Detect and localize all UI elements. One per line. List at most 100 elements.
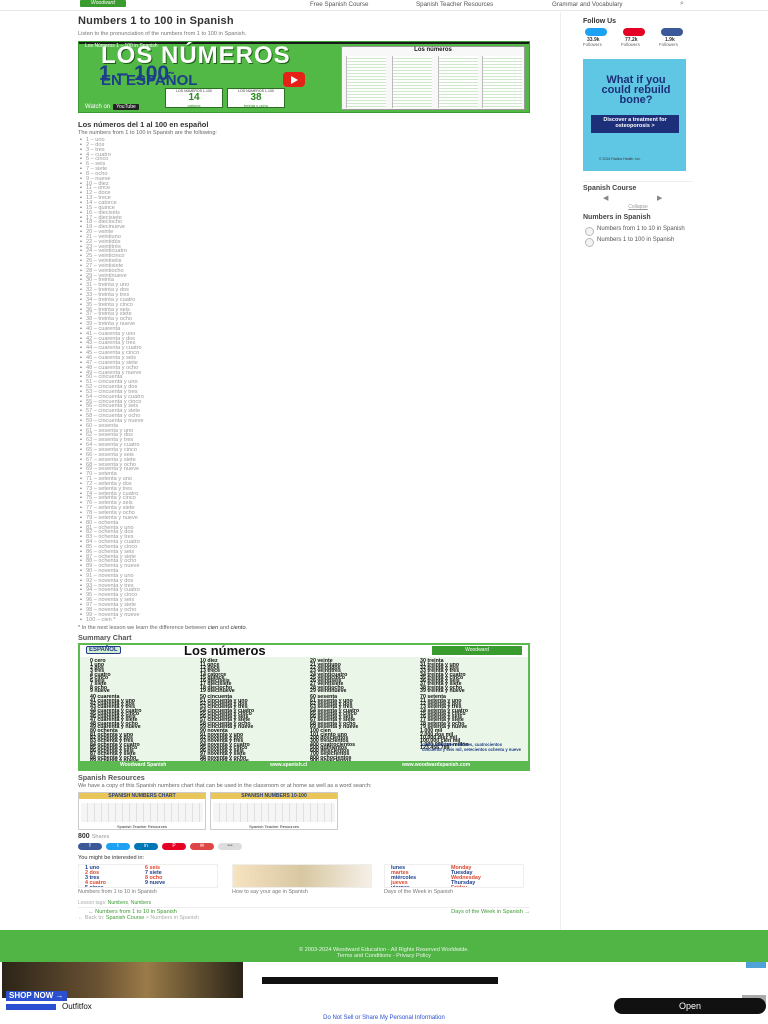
lesson-tags: Lesson tags: Numbers, Numbers xyxy=(78,900,152,907)
number-item: 4 – cuatro xyxy=(80,152,530,158)
number-item: 67 – sesenta y siete xyxy=(80,457,530,463)
related-thumb-word: 6 seis xyxy=(145,865,160,872)
sidebar-ad[interactable]: What if you could rebuild bone? Discover… xyxy=(583,59,686,171)
facebook-follow-icon[interactable] xyxy=(661,28,683,36)
number-item: 45 – cuarenta y cinco xyxy=(80,350,530,356)
chart-entry: 28 veintiocho xyxy=(310,684,344,691)
chart-entry: 98 noventa y ocho xyxy=(200,754,247,761)
resources-intro: We have a copy of this Spanish numbers c… xyxy=(78,783,372,790)
note-text: * In the next lesson we learn the differ… xyxy=(78,625,207,632)
next-arrow-icon[interactable]: ▶ xyxy=(657,195,663,202)
related-post-age[interactable]: How to say your age in Spanish xyxy=(232,864,372,895)
chart-entry: 31 treinta y uno xyxy=(420,661,460,668)
chart-entry: 34 treinta y cuatro xyxy=(420,671,466,678)
nav-item-grammar[interactable]: Grammar and Vocabulary xyxy=(552,1,623,8)
chart-entry: 94 noventa y cuatro xyxy=(200,741,250,748)
resource-numbers-chart[interactable]: SPANISH NUMBERS CHART Spanish Teacher Re… xyxy=(78,792,206,831)
number-item: 31 – treinta y uno xyxy=(80,283,530,288)
related-thumb-word: 4 cuatro xyxy=(85,880,106,887)
chart-entry: 4 cuatro xyxy=(90,671,111,678)
chart-entry: 14 catorce xyxy=(200,671,227,678)
number-item: 79 – setenta y nueve xyxy=(80,515,530,521)
number-item: 13 – trece xyxy=(80,195,530,201)
card-label: LOS NÚMEROS 1-100 xyxy=(176,89,212,93)
email-share-button[interactable]: ✉ xyxy=(190,843,214,851)
chart-entry: 99 noventa y nueve xyxy=(200,758,249,764)
prev-post-link[interactable]: ← Numbers from 1 to 10 in Spanish xyxy=(88,909,177,916)
number-item: 48 – cuarenta y ocho xyxy=(80,365,530,371)
note-and: and xyxy=(219,625,230,632)
lesson-tag[interactable]: Numbers xyxy=(107,900,129,907)
number-item: 16 – dieciséis xyxy=(80,210,530,216)
follower-label: Followers xyxy=(583,42,602,47)
chart-entry: 80 ochenta xyxy=(90,728,118,735)
number-item: 32 – treinta y dos xyxy=(80,287,530,293)
do-not-sell-link[interactable]: Do Not Sell or Share My Personal Informa… xyxy=(323,1015,445,1021)
number-item: 100 – cien * xyxy=(80,617,530,623)
related-thumb-word: miércoles xyxy=(391,875,417,882)
twitter-follow-icon[interactable] xyxy=(585,28,607,36)
number-item: 30 – treinta xyxy=(80,278,530,283)
related-thumb-word: Friday xyxy=(451,885,468,889)
chart-entry: 82 ochenta y dos xyxy=(90,734,133,741)
ad-button[interactable]: Discover a treatment for osteoporosis > xyxy=(591,115,679,133)
number-item: 58 – cincuenta y ocho xyxy=(80,413,530,419)
chart-entry: 15 quince xyxy=(200,674,225,681)
chart-entry: 87 ochenta y siete xyxy=(90,751,136,758)
site-logo[interactable]: Woodward xyxy=(80,0,126,7)
related-caption: Numbers from 1 to 10 in Spanish xyxy=(78,889,157,896)
chart-entry: 44 cuarenta y cuatro xyxy=(90,707,142,714)
chart-entry: 800 ochocientos xyxy=(310,754,352,761)
related-thumb-word: Thursday xyxy=(451,880,476,887)
video-embed[interactable]: Los Números 1 – 100 in Spanish LOS NÚMER… xyxy=(78,41,530,113)
chart-entry: 93 noventa y tres xyxy=(200,738,244,745)
number-item: 74 – setenta y cuatro xyxy=(80,491,530,497)
card-number: 14 xyxy=(188,92,200,103)
search-icon[interactable]: ⌕ xyxy=(680,0,684,7)
shop-now-button[interactable]: SHOP NOW → xyxy=(6,991,67,1001)
linkedin-share-button[interactable]: in xyxy=(134,843,158,851)
breadcrumb-link[interactable]: Spanish Course xyxy=(105,915,145,922)
nav-item-free-course[interactable]: Free Spanish Course xyxy=(310,1,369,8)
related-thumb-word: martes xyxy=(391,870,409,877)
collapse-link[interactable]: Collapse xyxy=(628,204,648,210)
next-post-link[interactable]: Days of the Week in Spanish → xyxy=(451,909,530,916)
site-footer: © 2003-2024 Woodward Education - All Rig… xyxy=(0,930,768,962)
pinterest-follow-icon[interactable] xyxy=(623,28,645,36)
resource-word-search[interactable]: SPANISH NUMBERS 10-100 Spanish Teacher R… xyxy=(210,792,338,831)
chart-entry: 900 novecientos xyxy=(310,758,351,764)
play-button-icon[interactable] xyxy=(283,72,305,87)
prev-arrow-icon[interactable]: ◀ xyxy=(603,195,609,202)
nav-item-teacher-resources[interactable]: Spanish Teacher Resources xyxy=(416,1,494,8)
course-item-1-100[interactable]: Numbers 1 to 100 in Spanish xyxy=(583,237,693,247)
post-navigation: ← Numbers from 1 to 10 in Spanish Days o… xyxy=(78,907,530,915)
pinterest-share-button[interactable]: P xyxy=(162,843,186,851)
chart-entry: 58 cincuenta y ocho xyxy=(200,720,251,727)
course-item-1-10[interactable]: Numbers from 1 to 10 in Spanish xyxy=(583,226,693,236)
more-share-button[interactable]: ••• xyxy=(218,843,242,851)
chart-entry: 75 setenta y cinco xyxy=(420,710,466,717)
chart-entry: 57 cincuenta y siete xyxy=(200,717,251,724)
chart-entry: 85 ochenta y cinco xyxy=(90,744,138,751)
lesson-tag[interactable]: Numbers xyxy=(130,900,152,907)
twitter-share-button[interactable]: t xyxy=(106,843,130,851)
number-item: 22 – veintidós xyxy=(80,239,530,245)
sheet-column xyxy=(346,56,386,108)
number-item: 87 – ochenta y siete xyxy=(80,554,530,560)
chart-entry: 10.000 diez mil xyxy=(420,734,458,741)
number-item: 33 – treinta y tres xyxy=(80,292,530,298)
footer-links[interactable]: Terms and Conditions - Privacy Policy xyxy=(337,953,431,959)
chart-entry: 20 veinte xyxy=(310,658,333,665)
ad-brand-mark xyxy=(6,1003,56,1010)
ad-choices-icon[interactable] xyxy=(746,962,766,968)
youtube-logo: YouTube xyxy=(113,104,139,110)
bottom-ad-banner[interactable]: SHOP NOW → Outfitfox Open Do Not Sell or… xyxy=(0,962,768,1024)
related-thumb-word: viernes xyxy=(391,885,410,889)
open-button[interactable]: Open xyxy=(614,998,766,1014)
facebook-share-button[interactable]: f xyxy=(78,843,102,851)
chart-entry: 700 setecientos xyxy=(310,751,350,758)
